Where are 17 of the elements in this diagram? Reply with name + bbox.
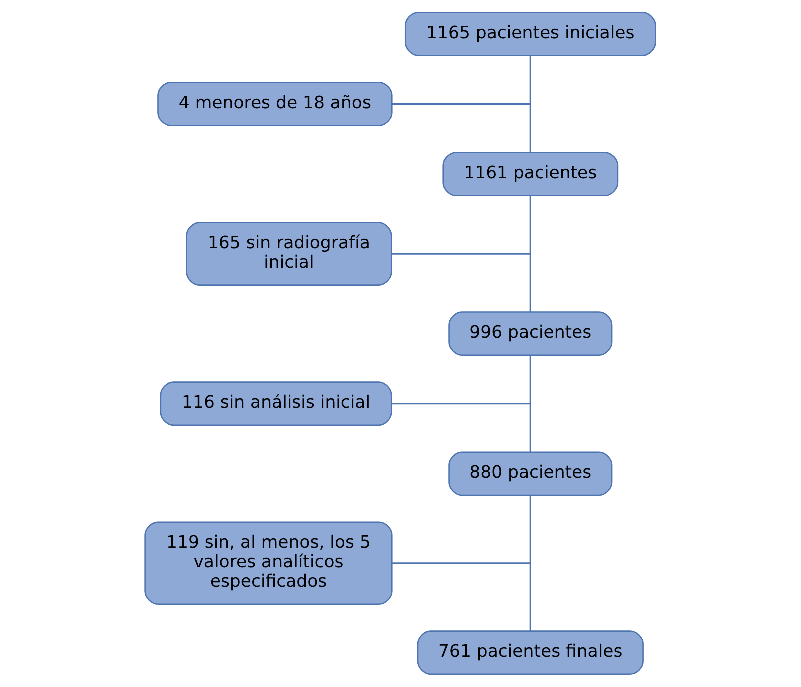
connector	[530, 355, 532, 452]
node-box: 1165 pacientes iniciales	[404, 12, 656, 56]
node-box: 119 sin, al menos, los 5 valores analíticos especificados	[144, 522, 393, 605]
node-box: 116 sin análisis inicial	[160, 382, 392, 426]
connector	[530, 56, 532, 152]
node-box: 761 pacientes finales	[417, 630, 644, 676]
node-box: 880 pacientes	[448, 452, 613, 496]
connector	[530, 496, 532, 632]
connector	[392, 403, 531, 405]
node-box: 996 pacientes	[448, 312, 613, 356]
connector	[392, 253, 531, 255]
connector	[392, 562, 531, 564]
connector	[392, 103, 531, 106]
node-box: 1161 pacientes	[442, 152, 619, 196]
node-box: 165 sin radiografía inicial	[186, 222, 392, 286]
connector	[530, 196, 532, 312]
node-box: 4 menores de 18 años	[158, 82, 393, 126]
